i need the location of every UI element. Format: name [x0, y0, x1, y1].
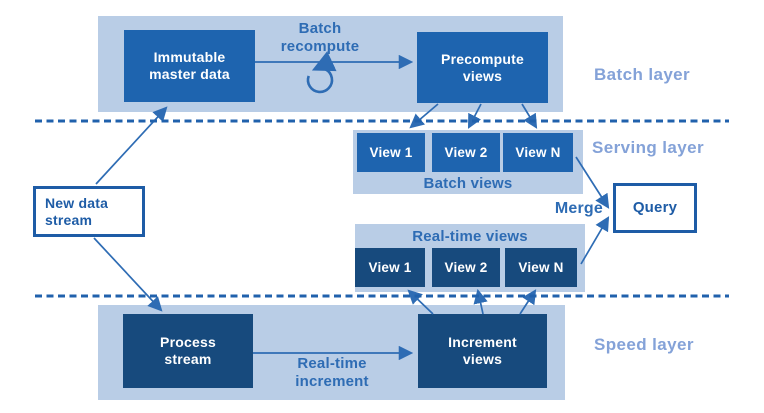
realtime-view-n: View N — [505, 248, 577, 287]
node-precompute-views: Precompute views — [417, 32, 548, 103]
node-query: Query — [613, 183, 697, 233]
edge-rtviewn-to-query — [580, 216, 610, 265]
query-label: Query — [632, 199, 678, 217]
node-immutable-master-data: Immutable master data — [124, 30, 255, 102]
realtime-view-2: View 2 — [432, 248, 500, 287]
edge-newdata-to-process — [93, 237, 163, 312]
speed-layer-label: Speed layer — [594, 335, 694, 354]
immutable-master-data-label: Immutable master data — [149, 49, 230, 82]
realtime-view-1: View 1 — [355, 248, 425, 287]
edge-newdata-to-master — [95, 106, 168, 185]
batch-recompute-label: Batch recompute — [280, 20, 360, 55]
batch-view-n: View N — [503, 133, 573, 172]
new-data-stream-label: New data stream — [45, 194, 109, 228]
node-new-data-stream: New data stream — [33, 186, 145, 237]
realtime-views-caption: Real-time views — [412, 228, 528, 245]
realtime-increment-label: Real-time increment — [295, 355, 369, 390]
serving-layer-label: Serving layer — [592, 138, 704, 157]
node-process-stream: Process stream — [123, 314, 253, 388]
merge-label: Merge — [554, 200, 603, 217]
batch-view-1: View 1 — [357, 133, 425, 172]
increment-views-label: Increment views — [448, 334, 517, 367]
batch-views-caption: Batch views — [423, 175, 513, 192]
process-stream-label: Process stream — [160, 334, 216, 367]
batch-layer-label: Batch layer — [594, 65, 691, 84]
node-increment-views: Increment views — [418, 314, 547, 388]
precompute-views-label: Precompute views — [441, 50, 524, 84]
batch-view-2: View 2 — [432, 133, 500, 172]
